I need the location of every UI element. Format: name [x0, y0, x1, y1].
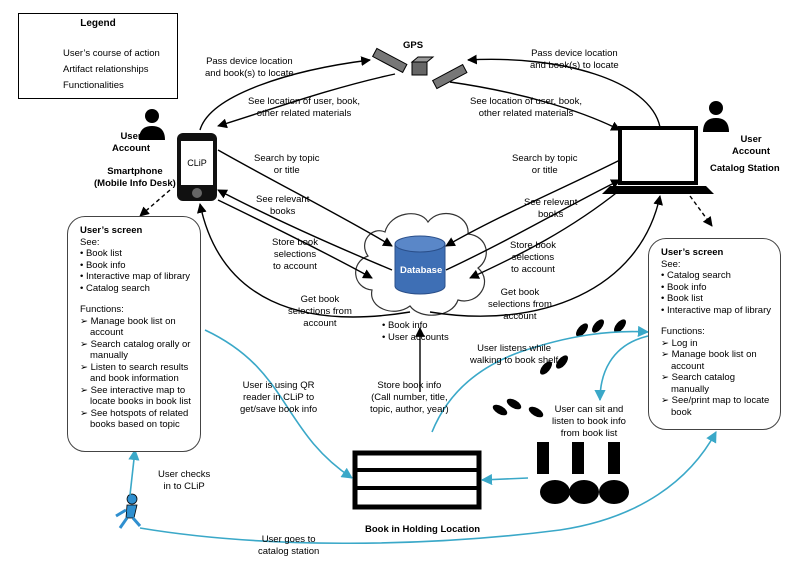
right-function-item: ➢ Log in	[661, 337, 698, 349]
right-see-item: • Book list	[661, 293, 703, 304]
label-relevant-right: See relevant books	[524, 197, 578, 220]
db-item-book-info: • Book info	[382, 320, 428, 331]
seating-icon	[537, 442, 629, 504]
left-see-item: • Catalog search	[80, 282, 150, 294]
right-function-item: ➢ Search catalog manually	[661, 372, 735, 395]
label-get-left: Get book selections from account	[288, 294, 352, 329]
right-user-screen-panel: User’s screen See: • Catalog search • Bo…	[648, 238, 781, 430]
label-get-right: Get book selections from account	[488, 287, 552, 322]
label-search-right: Search by topic or title	[512, 153, 578, 176]
legend-title: Legend	[80, 18, 116, 29]
user-account-left-label: User Account	[112, 131, 150, 154]
phone-screen-label: CLiP	[181, 141, 213, 185]
smartphone-icon: CLiP	[177, 133, 217, 201]
label-see-location-left: See location of user, book, other relate…	[248, 96, 360, 119]
laptop-icon	[602, 126, 714, 194]
satellite-icon	[371, 47, 468, 90]
right-panel-functions-label: Functions:	[661, 326, 705, 337]
phone-home-button	[192, 188, 202, 198]
shelf-icon	[352, 450, 482, 510]
right-see-item: • Interactive map of library	[661, 304, 771, 316]
left-panel-title: User’s screen	[80, 225, 143, 236]
left-panel-functions-label: Functions:	[80, 304, 124, 315]
left-user-screen-panel: User’s screen See: • Book list • Book in…	[67, 216, 201, 452]
legend-box: Legend User’s course of action Artifact …	[18, 13, 178, 99]
label-store-right: Store book selections to account	[510, 240, 556, 275]
legend-item-user-action: User’s course of action	[63, 48, 160, 59]
label-store-book-info: Store book info (Call number, title, top…	[370, 380, 449, 415]
right-function-item: ➢ See/print map to locate book	[661, 395, 770, 418]
functionality-arrows	[139, 189, 713, 227]
left-function-item: ➢ Search catalog orally or manually	[80, 338, 191, 362]
left-panel-see-label: See:	[80, 236, 100, 248]
label-qr-reader: User is using QR reader in CLiP to get/s…	[240, 380, 318, 415]
right-panel-see-label: See:	[661, 258, 681, 270]
legend-item-functionalities: Functionalities	[63, 80, 124, 91]
left-function-item: ➢ Manage book list on account	[80, 315, 176, 339]
right-see-item: • Catalog search	[661, 270, 731, 281]
database-icon	[394, 235, 446, 295]
holding-location-label: Book in Holding Location	[365, 524, 481, 535]
label-see-location-right: See location of user, book, other relate…	[470, 96, 582, 119]
label-user-sits: User can sit and listen to book info fro…	[552, 404, 626, 439]
right-function-item: ➢ Manage book list on account	[661, 349, 757, 372]
left-function-item: ➢ See interactive map to locate books in…	[80, 384, 191, 408]
label-pass-left: Pass device location and book(s) to loca…	[205, 56, 294, 79]
left-function-item: ➢ See hotspots of related books based on…	[80, 407, 189, 431]
user-icon-left	[139, 109, 165, 140]
right-panel-title: User’s screen	[661, 247, 724, 258]
artifact-arrows	[197, 54, 663, 392]
label-pass-right: Pass device location and book(s) to loca…	[530, 48, 619, 71]
catalog-station-label: Catalog Station	[710, 163, 780, 174]
footprints-icon	[492, 319, 626, 418]
left-see-item: • Book info	[80, 259, 126, 271]
label-user-listens: User listens while walking to book shelf	[470, 343, 559, 366]
user-account-right-label: User Account	[732, 134, 770, 157]
database-label: Database	[400, 265, 443, 276]
left-function-item: ➢ Listen to search results and book info…	[80, 361, 189, 385]
label-user-goes: User goes to catalog station	[258, 534, 320, 557]
db-item-user-accounts: • User accounts	[382, 332, 449, 343]
label-store-left: Store book selections to account	[272, 237, 318, 272]
label-relevant-left: See relevant books	[256, 194, 310, 217]
gps-label: GPS	[403, 40, 424, 51]
left-see-item: • Book list	[80, 248, 122, 259]
legend-item-artifact: Artifact relationships	[63, 64, 149, 75]
left-see-item: • Interactive map of library	[80, 271, 190, 282]
user-action-arrows	[128, 325, 717, 545]
right-see-item: • Book info	[661, 281, 707, 293]
runner-icon	[115, 493, 142, 529]
label-user-checks-in: User checks in to CLiP	[158, 469, 211, 492]
smartphone-label: Smartphone (Mobile Info Desk)	[94, 166, 176, 189]
label-search-left: Search by topic or title	[254, 153, 320, 176]
user-icon-right	[703, 101, 729, 132]
